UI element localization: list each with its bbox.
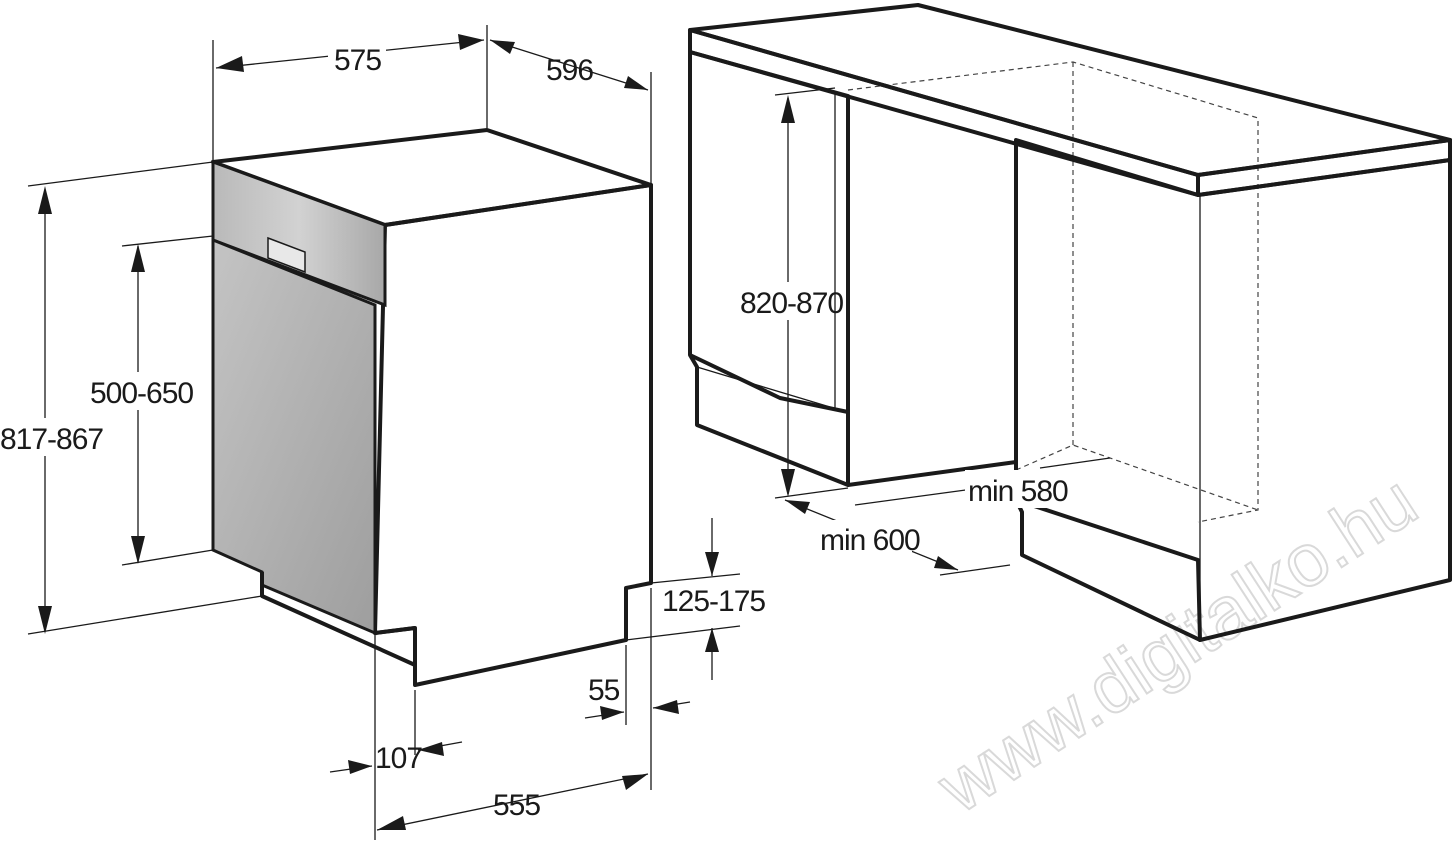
label-niche-height: 820-870 xyxy=(740,287,843,320)
arrow-icon xyxy=(781,469,795,497)
arrow-icon xyxy=(653,700,679,714)
display-window xyxy=(267,236,306,274)
label-bg xyxy=(738,282,834,320)
arrow-icon xyxy=(131,244,145,272)
label-width: 575 xyxy=(334,44,381,77)
ghost-outline xyxy=(847,61,1259,523)
arrow-icon xyxy=(490,40,515,54)
label-total-height: 817-867 xyxy=(0,423,103,456)
label-door-offset: 107 xyxy=(375,742,422,775)
arrow-icon xyxy=(934,556,958,570)
label-niche-depth: min 600 xyxy=(820,524,920,557)
right-cabinet xyxy=(1014,138,1452,642)
arrow-icon xyxy=(216,56,244,72)
arrow-icon xyxy=(418,742,444,756)
ext-line xyxy=(27,161,214,187)
label-bg xyxy=(818,520,912,558)
ext-line xyxy=(774,487,849,499)
label-plinth-setback: 55 xyxy=(588,674,620,707)
arrow-icon xyxy=(38,606,52,634)
ext-line xyxy=(121,235,214,247)
arrow-icon xyxy=(785,500,810,514)
left-cabinet xyxy=(688,50,850,414)
dim-line-depth xyxy=(489,39,649,91)
arrow-icon xyxy=(348,760,372,774)
watermark: www.digitalko.hu xyxy=(922,458,1432,830)
arrow-icon xyxy=(624,76,648,90)
arrow-icon xyxy=(705,552,719,576)
arrow-icon xyxy=(458,34,484,50)
label-niche-width: min 580 xyxy=(968,475,1068,508)
dishwasher-side xyxy=(373,183,653,687)
arrow-icon xyxy=(377,816,406,830)
plinth-step xyxy=(374,626,416,635)
dishwasher-drawing: 575 596 817-867 500-650 125-175 55 107 5… xyxy=(0,25,766,840)
arrow-icon xyxy=(600,706,624,720)
label-bg xyxy=(328,38,386,76)
plinth-front xyxy=(260,572,417,685)
watermark-text: www.digitalko.hu xyxy=(923,459,1431,829)
arrow-icon xyxy=(38,186,52,214)
label-panel-height: 500-650 xyxy=(90,377,193,410)
label-bg xyxy=(965,470,1061,508)
label-base-depth: 555 xyxy=(493,789,540,822)
ext-line xyxy=(650,573,741,584)
ext-line xyxy=(625,625,741,641)
control-panel xyxy=(211,159,387,308)
label-plinth-height: 125-175 xyxy=(662,585,765,618)
door-panel xyxy=(211,237,377,636)
countertop-top xyxy=(688,3,1452,177)
ext-line xyxy=(27,595,263,635)
ext-line xyxy=(1039,457,1111,469)
ext-line xyxy=(121,549,214,566)
label-bg xyxy=(0,418,94,456)
arrow-icon xyxy=(705,628,719,652)
countertop-side xyxy=(1196,138,1452,197)
ghost-outline xyxy=(1015,444,1259,511)
installation-drawing: 820-870 min 580 min 600 xyxy=(688,3,1452,642)
dim-line-base-depth xyxy=(376,773,649,831)
arrow-icon xyxy=(131,536,145,564)
ext-line xyxy=(774,87,836,96)
label-bg xyxy=(88,372,188,410)
ext-line xyxy=(939,564,1011,576)
label-depth: 596 xyxy=(546,54,593,87)
arrow-icon xyxy=(622,774,648,790)
arrow-icon xyxy=(781,95,795,123)
niche-floor xyxy=(847,460,1017,487)
left-cabinet-plinth xyxy=(688,353,850,487)
cabinet-edge xyxy=(696,366,841,411)
